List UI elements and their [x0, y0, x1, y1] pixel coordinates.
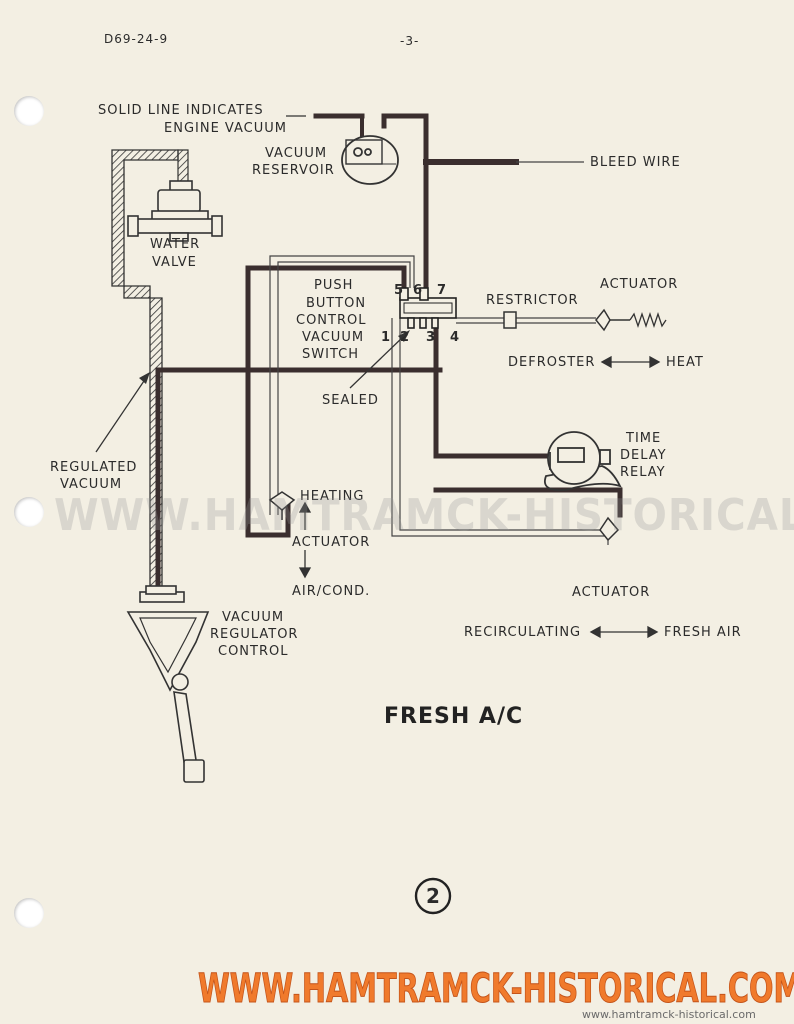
push-button-label-1: PUSH	[314, 278, 354, 293]
document-id: D69-24-9	[104, 32, 169, 46]
vacuum-regulator-control	[126, 585, 210, 783]
vacuum-reservoir-label-1: VACUUM	[265, 146, 328, 161]
bleed-wire-label: BLEED WIRE	[590, 155, 681, 170]
recirculating-label: RECIRCULATING	[464, 625, 582, 640]
time-delay-label-1: TIME	[626, 431, 662, 446]
water-valve-label-1: WATER	[150, 237, 201, 252]
regulator-label-1: VACUUM	[222, 610, 285, 625]
regulated-vacuum-label-2: VACUUM	[60, 477, 123, 492]
heat-label: HEAT	[666, 355, 704, 370]
sealed-label: SEALED	[322, 393, 379, 408]
diagram-title: FRESH A/C	[384, 704, 524, 729]
vacuum-reservoir	[341, 135, 399, 185]
defroster-actuator	[595, 308, 667, 332]
push-button-label-4: VACUUM	[302, 330, 365, 345]
recirc-fresh-arrow	[589, 625, 659, 639]
water-valve	[127, 180, 223, 242]
watermark-bottom: WWW.HAMTRAMCK-HISTORICAL.COM	[198, 966, 794, 1013]
binder-hole-bottom	[14, 898, 44, 928]
time-delay-label-3: RELAY	[620, 465, 666, 480]
port-3: 3	[426, 330, 437, 345]
restrictor	[503, 311, 517, 329]
time-delay-label-2: DELAY	[620, 448, 667, 463]
port-7: 7	[437, 283, 448, 298]
heating-label: HEATING	[300, 489, 365, 504]
vacuum-reservoir-label-2: RESERVOIR	[252, 163, 335, 178]
engine-vacuum-lines	[155, 113, 623, 588]
recirculating-actuator	[599, 516, 620, 542]
heating-ac-actuator-label: ACTUATOR	[292, 535, 371, 550]
air-cond-label: AIR/COND.	[292, 584, 371, 599]
fresh-air-label: FRESH AIR	[664, 625, 742, 640]
heating-ac-actuator	[268, 491, 296, 520]
heating-ac-arrows	[298, 501, 312, 579]
restrictor-label: RESTRICTOR	[486, 293, 579, 308]
defroster-heat-arrow	[600, 355, 661, 369]
solid-line-legend-1: SOLID LINE INDICATES	[98, 103, 264, 118]
recirc-actuator-label: ACTUATOR	[572, 585, 651, 600]
port-2: 2	[400, 330, 411, 345]
figure-number: 2	[426, 884, 440, 908]
push-button-label-3: CONTROL	[296, 313, 367, 328]
watermark-mid: WWW.HAMTRAMCK-HISTORICAL.COM	[54, 490, 794, 541]
push-button-label-5: SWITCH	[302, 347, 359, 362]
page-number: -3-	[400, 34, 420, 48]
port-4: 4	[450, 330, 461, 345]
sealed-arrow	[349, 335, 405, 389]
regulated-vacuum-lines	[269, 255, 609, 545]
regulator-label-3: CONTROL	[218, 644, 289, 659]
port-6: 6	[413, 283, 424, 298]
port-5: 5	[394, 283, 405, 298]
push-button-switch	[399, 287, 457, 329]
regulated-vacuum-label-1: REGULATED	[50, 460, 138, 475]
regulator-label-2: REGULATOR	[210, 627, 299, 642]
watermark-small: www.hamtramck-historical.com	[582, 1008, 756, 1021]
defroster-actuator-label: ACTUATOR	[600, 277, 679, 292]
figure-number-circle	[414, 877, 452, 915]
solid-line-legend-2: ENGINE VACUUM	[164, 121, 287, 136]
binder-hole-top	[14, 96, 44, 126]
port-1: 1	[381, 330, 392, 345]
defroster-label: DEFROSTER	[508, 355, 596, 370]
push-button-label-2: BUTTON	[306, 296, 367, 311]
time-delay-relay	[544, 431, 622, 492]
binder-hole-middle	[14, 497, 44, 527]
water-valve-label-2: VALVE	[152, 255, 197, 270]
